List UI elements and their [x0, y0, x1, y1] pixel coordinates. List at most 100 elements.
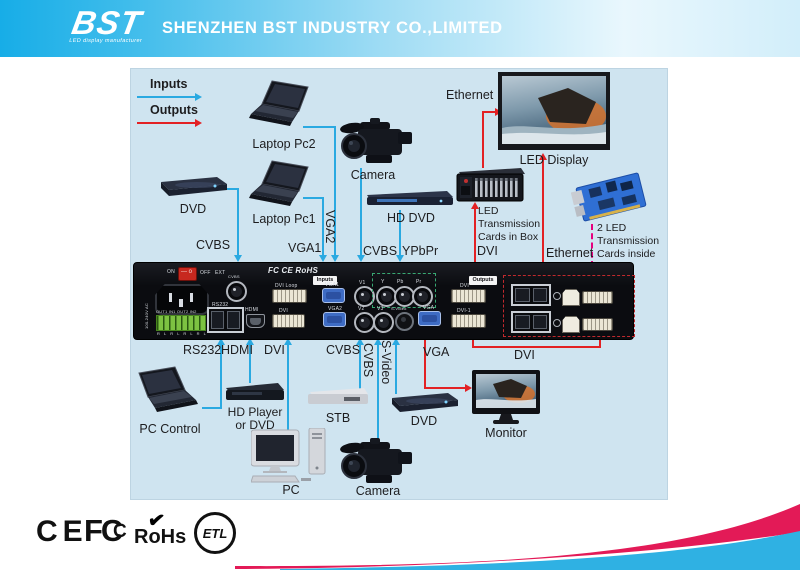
- panel-pr-label: Pr: [416, 279, 422, 285]
- wire-dvi-ledbox: [474, 209, 476, 262]
- camera-top-label: Camera: [350, 168, 396, 182]
- camera-top-image: [340, 118, 412, 163]
- card2-rj45-ports: [511, 311, 551, 333]
- led-display-image: [498, 72, 610, 150]
- wire-dvi-ledbox-arrow: [471, 202, 479, 209]
- inputs-chip: Inputs: [313, 276, 337, 285]
- laptop-pc1-label: Laptop Pc1: [252, 212, 316, 226]
- hdmi-port: [246, 314, 265, 328]
- wire-stb-cvbs: [359, 345, 361, 390]
- card2-hole: [553, 319, 561, 327]
- bst-logo-text: BST: [69, 4, 145, 41]
- video-processor-rear-panel: ON OFF EXT 100-240V AC OUT1 IN1 OUT2 IN2…: [133, 262, 635, 340]
- wire-hddvd-ypbpr-arrow: [396, 255, 404, 262]
- wire-ledbox-ethernet-v: [482, 112, 484, 168]
- v2-bnc: [354, 312, 375, 333]
- panel-svideo-label: S-Video: [391, 306, 407, 311]
- terminal-bottom-label: R L R L R L R L: [157, 331, 208, 336]
- fcc-mark: FC: [84, 513, 123, 548]
- wire-pccontrol-rs232-v: [220, 345, 222, 409]
- ce-mark: CE: [36, 515, 88, 548]
- v3-bnc: [373, 312, 394, 333]
- legend-outputs-arrowhead: [195, 119, 202, 127]
- laptop-pc1-image: [249, 160, 309, 206]
- wire-dvd2-svideo-arrow: [392, 338, 400, 345]
- wire-camera2-cvbs: [377, 345, 379, 440]
- dvi-up-wire-label: DVI: [477, 244, 498, 258]
- wire-pccontrol-rs232-arrow: [217, 338, 225, 345]
- led-transmission-box-image: [456, 168, 525, 202]
- wire-hdplayer-hdmi: [249, 345, 251, 383]
- wire-camera2-cvbs-arrow: [374, 338, 382, 345]
- stb-image: [308, 388, 368, 404]
- wire-cards-inside: [591, 224, 593, 267]
- dvd-player-top-image: [161, 177, 227, 196]
- panel-dvi-loop-label: DVI Loop: [275, 283, 298, 289]
- led-transmission-card-image: [571, 172, 647, 222]
- cvbs-camera-wire-label: CVBS: [363, 244, 398, 258]
- card2-usb-port: [562, 316, 580, 333]
- rohs-mark: RoHs: [134, 526, 187, 548]
- vga1-port: [322, 288, 345, 303]
- panel-cvbs-label: CVBS: [228, 274, 240, 279]
- wire-dvi-bracket-right: [599, 338, 601, 348]
- audio-terminal-block: [156, 315, 206, 331]
- card2-dvi-port: [582, 318, 613, 331]
- panel-hdmi-label: HDMI: [245, 307, 259, 313]
- dvd-player-top-label: DVD: [179, 202, 207, 216]
- wire-hdplayer-hdmi-arrow: [246, 338, 254, 345]
- monitor-label: Monitor: [485, 426, 527, 440]
- wire-hddvd-ypbpr: [399, 210, 401, 255]
- dvi-out-wire-label: DVI: [514, 348, 535, 362]
- wire-pc1-vga1-arrow: [319, 255, 327, 262]
- wire-dvd-cvbs-v: [237, 188, 239, 255]
- company-name: SHENZHEN BST INDUSTRY CO.,LIMITED: [162, 19, 503, 37]
- terminal-top-label: OUT1 IN1 OUT2 IN2: [156, 309, 197, 314]
- card1-hole: [553, 292, 561, 300]
- hd-dvd-image: [367, 191, 453, 205]
- panel-v3-label: V3: [377, 306, 384, 312]
- vga1-wire-label: VGA1: [288, 241, 322, 255]
- dvi-loop-port: [272, 289, 307, 303]
- pc-label: PC: [282, 483, 300, 497]
- vga2-port: [323, 312, 346, 327]
- wire-dvd2-svideo: [395, 345, 397, 394]
- dvi-pc-wire-label: DVI: [264, 343, 285, 357]
- wire-camera-v1-arrow: [357, 255, 365, 262]
- panel-dvi-out-label: DVI: [460, 283, 469, 289]
- wire-pc-dvi-arrow: [284, 338, 292, 345]
- wire-ethernet-display-arrow: [539, 153, 547, 160]
- dvi-in-port: [272, 314, 305, 328]
- hd-dvd-label: HD DVD: [387, 211, 435, 225]
- panel-cert-marks: FC CE RoHS: [268, 266, 318, 275]
- hd-player-label: HD Player or DVD: [227, 405, 283, 432]
- monitor-image: [472, 370, 540, 424]
- wire-dvd-cvbs-h: [227, 188, 239, 190]
- wire-pc2-vga2-v: [334, 126, 336, 255]
- cvbs-camera2-wire-label: CVBS: [361, 343, 375, 378]
- wire-ledbox-ethernet-h: [482, 111, 496, 113]
- hd-player-image: [226, 383, 284, 400]
- wire-pc1-vga1-h: [303, 197, 324, 199]
- wire-vga-monitor-v: [424, 338, 426, 389]
- dvd-player-bottom-label: DVD: [410, 414, 438, 428]
- stb-label: STB: [325, 411, 351, 425]
- led-display-label: LED Display: [519, 153, 589, 167]
- vga-monitor-wire-label: VGA: [423, 345, 450, 359]
- wire-vga-monitor-h: [424, 387, 466, 389]
- footer-swoosh: [235, 504, 800, 570]
- cvbs-stb-wire-label: CVBS: [326, 343, 361, 357]
- panel-v2-label: V2: [358, 306, 365, 312]
- ethernet-panel-wire-label: Ethernet: [546, 246, 594, 260]
- legend-inputs-arrowhead: [195, 93, 202, 101]
- power-inlet: [155, 284, 209, 315]
- wire-dvd-cvbs-arrow: [234, 255, 242, 262]
- legend-outputs-label: Outputs: [150, 103, 198, 117]
- dvi1-out-port: [451, 314, 486, 328]
- wire-pc1-vga1-v: [322, 197, 324, 255]
- ypbpr-group-box: [372, 273, 436, 308]
- wire-pc2-vga2-h: [303, 126, 336, 128]
- card1-usb-port: [562, 289, 580, 306]
- laptop-pc2-label: Laptop Pc2: [252, 137, 316, 151]
- wire-stb-cvbs-arrow: [356, 338, 364, 345]
